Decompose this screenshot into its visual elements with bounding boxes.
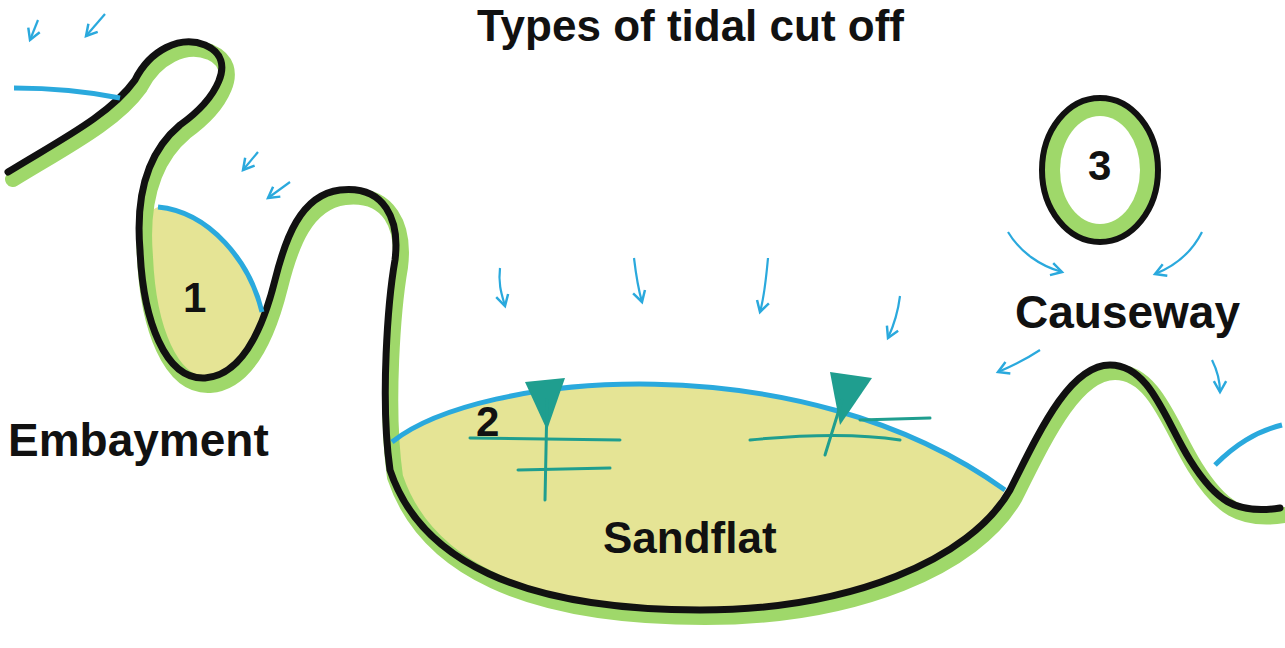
coast-green — [13, 49, 1285, 617]
island-interior — [1060, 116, 1140, 224]
diagram-title: Types of tidal cut off — [477, 4, 904, 48]
coastline — [8, 42, 1280, 610]
callout-number: 3 — [1088, 145, 1111, 187]
area-label: Sandflat — [603, 516, 777, 560]
tide-line — [392, 384, 1005, 490]
callout-number: 1 — [183, 277, 206, 319]
tide-line — [14, 88, 120, 98]
callout-number: 2 — [476, 401, 499, 443]
tide-line — [158, 207, 262, 312]
map-region: 3 — [1055, 130, 1145, 205]
map-region: 2Sandflat — [420, 390, 980, 590]
place-label: Embayment — [8, 417, 269, 463]
island — [1042, 98, 1158, 242]
tide-arrows — [30, 14, 1220, 392]
tidal-channels — [470, 372, 930, 500]
map-region: 1 — [160, 265, 230, 330]
place-label: Causeway — [1015, 289, 1240, 335]
tide-line — [1215, 425, 1282, 465]
